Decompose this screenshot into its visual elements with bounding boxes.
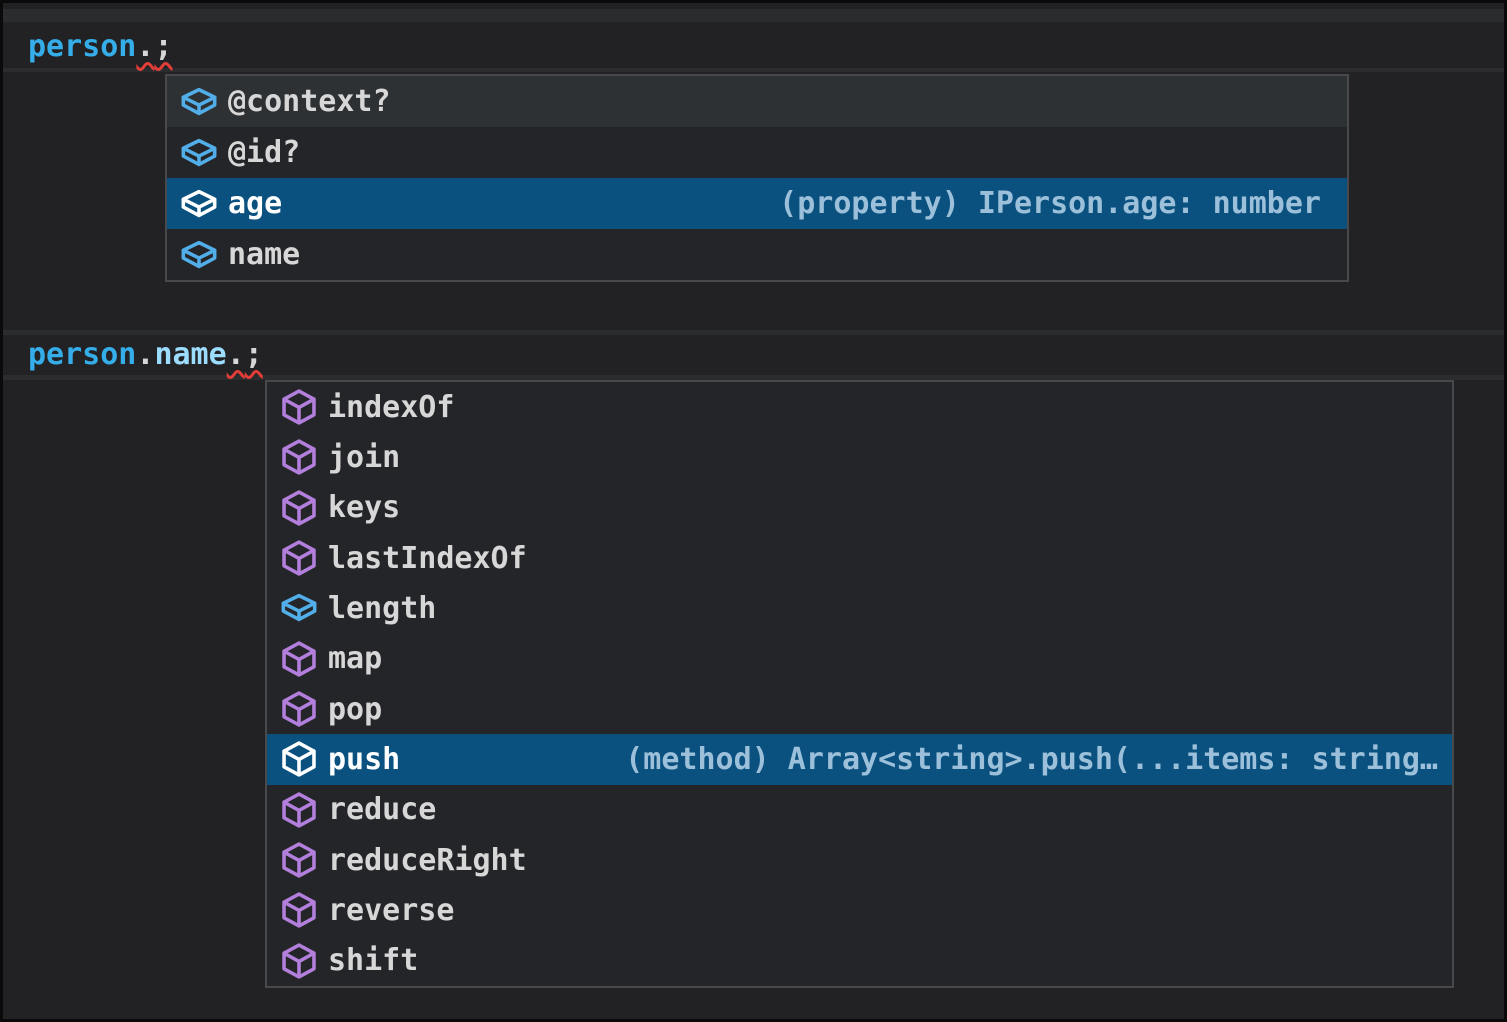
current-line-border [3, 68, 1504, 72]
suggest-item-detail: (method) Array<string>.push(...items: st… [625, 741, 1438, 777]
symbol-method-icon [280, 942, 318, 980]
symbol-field-icon [180, 134, 218, 172]
current-line-border [3, 375, 1504, 380]
suggest-item-label: age [228, 186, 283, 221]
code-token: name [154, 337, 227, 372]
suggest-item-name[interactable]: name [167, 229, 1347, 280]
symbol-method-icon [280, 489, 318, 527]
suggest-item-indexof[interactable]: indexOf [267, 382, 1452, 432]
code-token: ; [154, 29, 173, 64]
suggest-item-label: indexOf [328, 389, 455, 425]
code-token: person [28, 29, 137, 64]
suggest-item-push[interactable]: push (method) Array<string>.push(...items… [267, 734, 1452, 785]
suggest-item-reduce[interactable]: reduce [267, 785, 1452, 835]
code-token: . [136, 337, 155, 372]
suggest-item-label: reduce [328, 792, 437, 828]
symbol-field-icon [180, 185, 218, 223]
suggest-item-label: join [328, 439, 401, 475]
suggest-item-label: shift [328, 943, 419, 979]
symbol-field-icon [180, 236, 218, 274]
suggest-item-reverse[interactable]: reverse [267, 885, 1452, 935]
symbol-method-icon [280, 891, 318, 929]
suggest-item-label: name [228, 237, 301, 272]
intellisense-popup-1: @context? @id? age (property) IPerson.age: … [165, 74, 1349, 282]
suggest-item-pop[interactable]: pop [267, 684, 1452, 734]
suggest-item-lastindexof[interactable]: lastIndexOf [267, 533, 1452, 583]
suggest-item-detail: (property) IPerson.age: number [779, 186, 1321, 221]
suggest-item-shift[interactable]: shift [267, 936, 1452, 986]
symbol-method-icon [280, 388, 318, 426]
symbol-field-icon [180, 83, 218, 121]
suggest-item-length[interactable]: length [267, 583, 1452, 633]
suggest-item-label: reverse [328, 892, 455, 928]
suggest-item-id[interactable]: @id? [167, 127, 1347, 178]
code-token: person [28, 337, 137, 372]
suggest-item-map[interactable]: map [267, 634, 1452, 684]
code-token: ; [244, 337, 263, 372]
divider [3, 9, 1504, 22]
suggest-item-context[interactable]: @context? [167, 76, 1347, 127]
symbol-method-icon [280, 690, 318, 728]
symbol-method-icon [280, 791, 318, 829]
suggest-item-label: pop [328, 691, 383, 727]
code-line-2[interactable]: person.name.; [28, 335, 263, 375]
suggest-item-reduceright[interactable]: reduceRight [267, 835, 1452, 885]
code-token: . [136, 29, 155, 64]
suggest-item-label: push [328, 741, 401, 777]
suggest-item-label: keys [328, 490, 401, 526]
symbol-method-icon [280, 438, 318, 476]
suggest-item-label: reduceRight [328, 842, 527, 878]
code-token: . [226, 337, 245, 372]
divider [3, 330, 1504, 335]
symbol-field-icon [280, 589, 318, 627]
suggest-item-label: lastIndexOf [328, 540, 527, 576]
symbol-method-icon [280, 841, 318, 879]
suggest-item-label: length [328, 590, 437, 626]
suggest-item-age[interactable]: age (property) IPerson.age: number [167, 178, 1347, 229]
symbol-method-icon [280, 640, 318, 678]
intellisense-popup-2: indexOf join keys lastIndexOf length map pop pu… [265, 380, 1454, 988]
symbol-method-icon [280, 539, 318, 577]
suggest-item-label: @id? [228, 135, 301, 170]
suggest-item-keys[interactable]: keys [267, 483, 1452, 533]
suggest-item-label: map [328, 641, 383, 677]
suggest-item-label: @context? [228, 84, 391, 119]
suggest-item-join[interactable]: join [267, 432, 1452, 482]
symbol-method-icon [280, 740, 318, 778]
code-line-1[interactable]: person.; [28, 27, 173, 67]
